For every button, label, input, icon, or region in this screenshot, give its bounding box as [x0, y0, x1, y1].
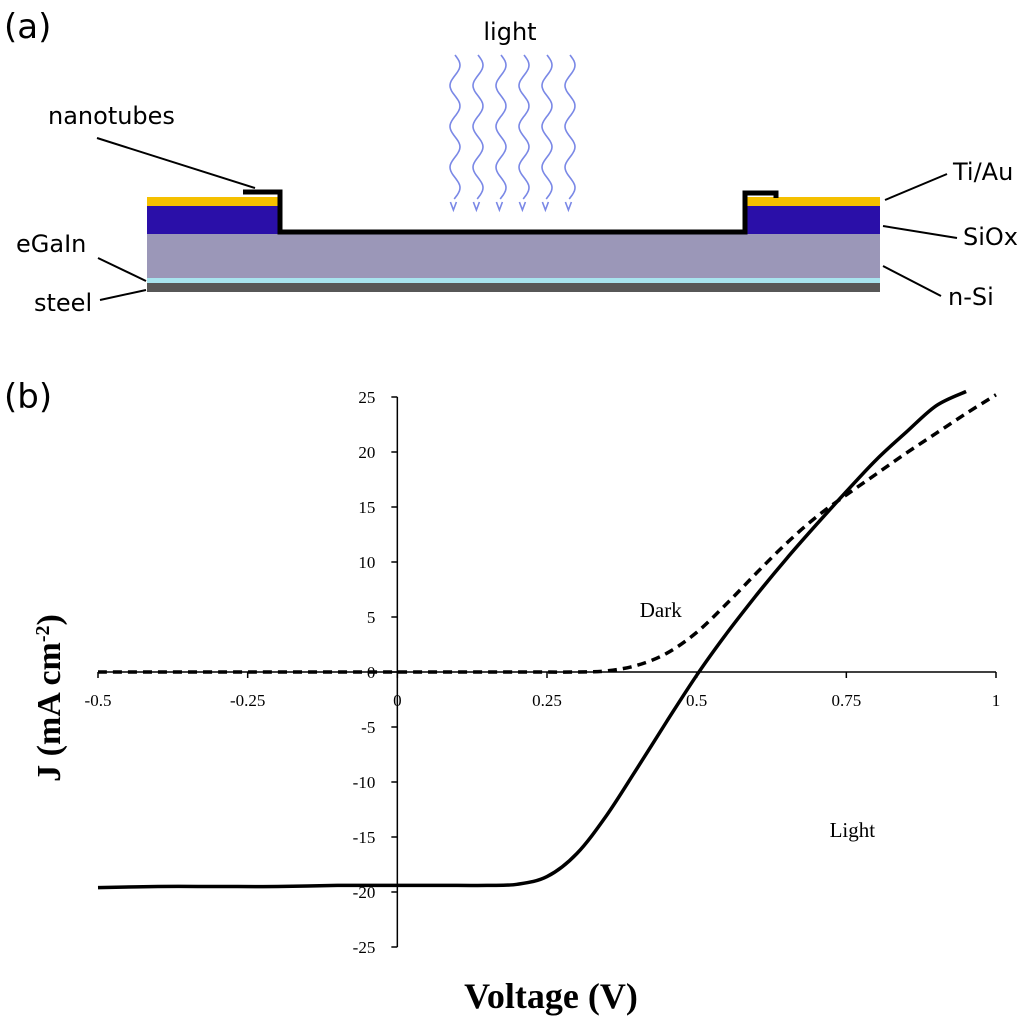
- light-ray-arrowhead: [541, 201, 550, 213]
- steel-label: steel: [34, 289, 92, 317]
- egain-layer: [147, 278, 880, 283]
- panel-label-a: (a): [4, 7, 51, 47]
- chart-axes: [97, 396, 997, 948]
- y-axis-label-close: ): [31, 614, 68, 625]
- device-schematic: (a) light nanotubes Ti/Au SiOx eGaIn: [4, 7, 1018, 317]
- nanotubes-leader-line: [96, 137, 256, 189]
- light-ray: [449, 54, 461, 200]
- siox-label: SiOx: [963, 223, 1018, 251]
- egain-leader-line: [97, 257, 147, 282]
- light-ray-arrowhead: [449, 201, 458, 213]
- panel-label-b: (b): [4, 377, 52, 417]
- light-ray-arrowhead: [518, 201, 527, 213]
- y-tick-label: -15: [353, 828, 376, 847]
- egain-label: eGaIn: [16, 230, 86, 258]
- ti-au-layer-right: [744, 197, 880, 206]
- annotation-dark: Dark: [640, 598, 682, 622]
- light-ray: [564, 54, 576, 200]
- y-tick-label: 20: [358, 443, 375, 462]
- y-tick-label: -10: [353, 773, 376, 792]
- series-light-line: [97, 389, 967, 890]
- light-label: light: [483, 18, 536, 46]
- ti-au-label: Ti/Au: [952, 158, 1013, 186]
- x-tick-label: 1: [992, 691, 1001, 710]
- y-tick-label: -25: [353, 938, 376, 957]
- y-tick-label: 10: [358, 553, 375, 572]
- x-tick-label: 0.75: [831, 691, 861, 710]
- light-rays: [449, 54, 576, 213]
- x-tick-labels: -0.5 -0.25 0 0.25 0.5 0.75 1: [85, 691, 1001, 710]
- y-axis-label-superscript: -2: [32, 625, 54, 642]
- series-dark-line: [98, 393, 997, 674]
- x-tick-label: -0.5: [85, 691, 112, 710]
- y-tick-label: 25: [358, 388, 375, 407]
- light-ray: [495, 54, 507, 200]
- x-tick-label: 0.25: [532, 691, 562, 710]
- n-si-leader-line: [882, 265, 942, 297]
- nanotube-film: [243, 189, 779, 235]
- steel-leader-line: [99, 289, 147, 301]
- y-tick-label: -20: [353, 883, 376, 902]
- light-ray-arrowhead: [564, 201, 573, 213]
- light-ray: [472, 54, 484, 200]
- chart-series: [97, 389, 997, 890]
- nanotubes-label: nanotubes: [48, 102, 175, 130]
- x-tick-label: 0.5: [686, 691, 707, 710]
- light-ray: [541, 54, 553, 200]
- y-axis-label: J (mA cm-2): [31, 614, 68, 782]
- n-si-layer: [147, 234, 880, 278]
- x-tick-label: 0: [393, 691, 402, 710]
- annotation-light: Light: [830, 818, 876, 842]
- ti-au-leader-line: [884, 173, 948, 201]
- jv-chart: (b) -0.5 -0.25 0 0.25 0.5 0.75 1 25 20 15 10 5 0 -5 -…: [4, 377, 1000, 1016]
- y-tick-label: 15: [358, 498, 375, 517]
- x-axis-label: Voltage (V): [464, 976, 638, 1016]
- n-si-label: n-Si: [948, 283, 994, 311]
- steel-layer: [147, 283, 880, 292]
- ti-au-layer-left: [147, 197, 279, 206]
- siox-layer-left: [147, 206, 279, 234]
- light-ray-arrowhead: [495, 201, 504, 213]
- light-ray: [518, 54, 530, 200]
- y-tick-label: 5: [367, 608, 376, 627]
- siox-layer-right: [744, 206, 880, 234]
- x-tick-label: -0.25: [230, 691, 265, 710]
- siox-leader-line: [882, 225, 958, 239]
- y-tick-label: -5: [361, 718, 375, 737]
- light-ray-arrowhead: [472, 201, 481, 213]
- y-axis-label-main: J (mA cm: [31, 642, 68, 782]
